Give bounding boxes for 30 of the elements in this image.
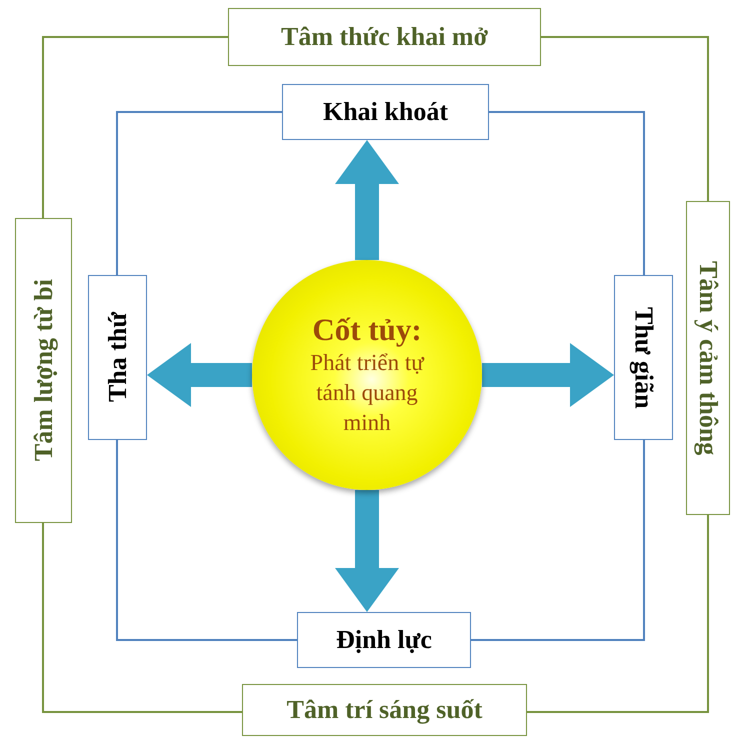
inner-label-box (282, 84, 489, 140)
box-label: Thư giãn (630, 306, 656, 408)
inner-label-box (614, 275, 673, 440)
connector-line (42, 523, 242, 713)
connector-line (541, 36, 709, 201)
connector-line (116, 111, 282, 275)
box-label: Tâm lượng từ bi (30, 279, 56, 462)
arrow (482, 343, 614, 407)
outer-label-box (228, 8, 541, 66)
circle-text: Phát triển tự tánh quang minh (309, 348, 426, 437)
box-label: Tâm ý cảm thông (695, 260, 721, 456)
box-label: Tha thứ (104, 312, 130, 403)
outer-label-box (242, 684, 527, 736)
connector-line (42, 36, 228, 218)
inner-label-box (297, 612, 471, 668)
connector-line (527, 515, 709, 713)
connector-line (471, 440, 645, 641)
arrow (335, 140, 399, 260)
connector-line (489, 111, 645, 275)
box-label: Tâm thức khai mở (281, 24, 488, 50)
connector-line (116, 440, 297, 641)
outer-label-box (15, 218, 72, 523)
box-label: Tâm trí sáng suốt (286, 697, 482, 723)
outer-label-box (686, 201, 730, 515)
box-label: Khai khoát (323, 99, 448, 125)
circle-heading: Cốt tủy: (312, 312, 422, 348)
inner-label-box (88, 275, 147, 440)
box-label: Định lực (336, 627, 432, 653)
arrow (335, 490, 399, 612)
arrow (147, 343, 252, 407)
